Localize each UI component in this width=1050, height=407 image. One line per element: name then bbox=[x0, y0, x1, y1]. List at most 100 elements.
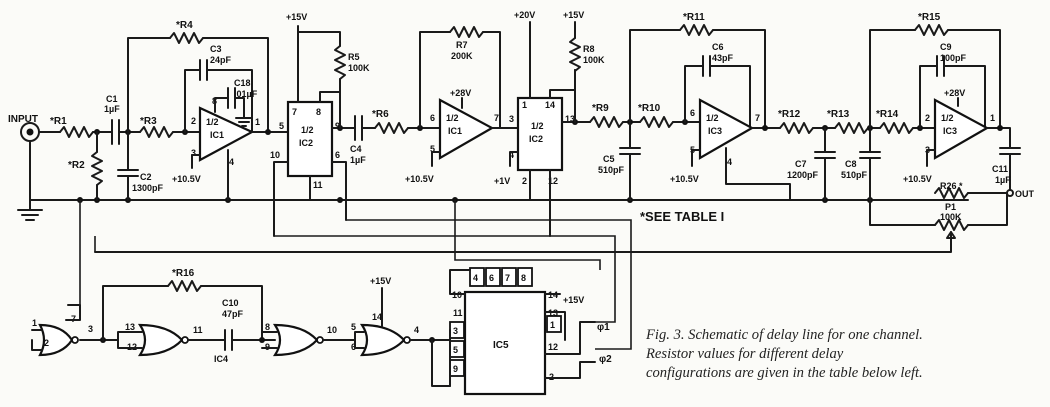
svg-text:4: 4 bbox=[727, 157, 732, 167]
svg-text:1: 1 bbox=[550, 320, 555, 330]
svg-text:1/2: 1/2 bbox=[301, 125, 314, 135]
svg-text:2: 2 bbox=[191, 116, 196, 126]
svg-text:1: 1 bbox=[522, 100, 527, 110]
r8-value: 100K bbox=[583, 55, 605, 65]
svg-text:+28V: +28V bbox=[944, 88, 965, 98]
svg-text:1/2: 1/2 bbox=[206, 117, 219, 127]
svg-text:11: 11 bbox=[313, 180, 323, 190]
svg-text:IC3: IC3 bbox=[943, 126, 957, 136]
input-label: INPUT bbox=[8, 114, 38, 125]
ic4-gate-3: 8 9 10 bbox=[265, 322, 337, 357]
clock-bus-lines bbox=[79, 200, 632, 350]
phi2-label: φ2 bbox=[599, 354, 612, 365]
r8-label: R8 bbox=[583, 44, 595, 54]
r3-label: *R3 bbox=[140, 116, 157, 127]
svg-text:1: 1 bbox=[32, 318, 37, 328]
svg-text:7: 7 bbox=[494, 113, 499, 123]
svg-text:4: 4 bbox=[414, 325, 419, 335]
r9-resistor bbox=[589, 116, 624, 128]
svg-text:1: 1 bbox=[255, 117, 260, 127]
svg-text:5: 5 bbox=[279, 121, 284, 131]
svg-text:8: 8 bbox=[316, 107, 321, 117]
p1-label: P1 bbox=[945, 202, 956, 212]
r15-resistor bbox=[914, 24, 949, 36]
svg-text:3: 3 bbox=[453, 326, 458, 336]
c6-value: 43pF bbox=[712, 53, 734, 63]
r9-label: *R9 bbox=[592, 103, 609, 114]
r14-resistor bbox=[879, 122, 914, 134]
r12-label: *R12 bbox=[778, 109, 801, 120]
svg-text:2: 2 bbox=[44, 338, 49, 348]
p1-value: 100K bbox=[940, 212, 962, 222]
svg-text:6: 6 bbox=[335, 150, 340, 160]
svg-text:+10.5V: +10.5V bbox=[670, 174, 699, 184]
svg-text:6: 6 bbox=[351, 342, 356, 352]
c18-value: .01µF bbox=[234, 89, 258, 99]
svg-text:3: 3 bbox=[191, 148, 196, 158]
svg-text:IC1: IC1 bbox=[448, 126, 462, 136]
c5-label: C5 bbox=[603, 154, 615, 164]
c10-label: C10 bbox=[222, 298, 239, 308]
r2-resistor bbox=[91, 151, 103, 186]
ic2-b-block: 1/2 IC2 3 1 14 13 4 2 12 bbox=[509, 96, 575, 186]
r2-label: *R2 bbox=[68, 160, 85, 171]
svg-text:12: 12 bbox=[548, 176, 558, 186]
svg-text:5: 5 bbox=[351, 322, 356, 332]
phi1-label: φ1 bbox=[597, 322, 610, 333]
svg-text:+10.5V: +10.5V bbox=[172, 174, 201, 184]
svg-text:2: 2 bbox=[522, 176, 527, 186]
r5-value: 100K bbox=[348, 63, 370, 73]
r4-resistor bbox=[169, 32, 204, 44]
svg-text:10: 10 bbox=[270, 150, 280, 160]
ic5-label: IC5 bbox=[493, 340, 509, 351]
svg-text:+20V: +20V bbox=[514, 10, 535, 20]
svg-text:7: 7 bbox=[292, 107, 297, 117]
r7-label: R7 bbox=[456, 40, 468, 50]
ic1-a-opamp: 1/2 IC1 2 3 1 8 4 bbox=[191, 96, 260, 167]
svg-text:+15V: +15V bbox=[370, 276, 391, 286]
svg-text:IC1: IC1 bbox=[210, 130, 224, 140]
svg-text:14: 14 bbox=[545, 100, 555, 110]
r6-resistor bbox=[374, 122, 409, 134]
r5-label: R5 bbox=[348, 52, 360, 62]
svg-text:IC2: IC2 bbox=[529, 134, 543, 144]
c1-value: 1µF bbox=[104, 104, 120, 114]
svg-text:+28V: +28V bbox=[450, 88, 471, 98]
svg-text:14: 14 bbox=[372, 312, 382, 322]
svg-text:6: 6 bbox=[430, 113, 435, 123]
c9-value: 100pF bbox=[940, 53, 967, 63]
svg-text:5: 5 bbox=[430, 144, 435, 154]
svg-text:13: 13 bbox=[565, 114, 575, 124]
r14-label: *R14 bbox=[876, 109, 899, 120]
svg-text:8: 8 bbox=[521, 273, 526, 283]
svg-text:6: 6 bbox=[690, 108, 695, 118]
c2-value: 1300pF bbox=[132, 183, 164, 193]
svg-text:7: 7 bbox=[505, 273, 510, 283]
output-label: OUT bbox=[1015, 189, 1035, 199]
ic5-block: IC5 bbox=[463, 290, 547, 396]
c6-label: C6 bbox=[712, 42, 724, 52]
r7-value: 200K bbox=[451, 51, 473, 61]
caption-line: Fig. 3. Schematic of delay line for one … bbox=[646, 327, 923, 343]
svg-text:1/2: 1/2 bbox=[531, 121, 544, 131]
svg-text:9: 9 bbox=[335, 121, 340, 131]
p1-potentiometer bbox=[934, 219, 969, 231]
c9-label: C9 bbox=[940, 42, 952, 52]
r1-resistor bbox=[59, 126, 94, 138]
svg-text:1/2: 1/2 bbox=[446, 113, 459, 123]
svg-text:IC3: IC3 bbox=[708, 126, 722, 136]
svg-text:+10.5V: +10.5V bbox=[903, 174, 932, 184]
r13-label: *R13 bbox=[827, 109, 850, 120]
svg-text:11: 11 bbox=[453, 308, 463, 318]
c10-value: 47pF bbox=[222, 309, 244, 319]
c7-label: C7 bbox=[795, 159, 807, 169]
caption-line: Resistor values for different delay bbox=[646, 346, 844, 362]
svg-text:7: 7 bbox=[755, 113, 760, 123]
svg-text:4: 4 bbox=[229, 157, 234, 167]
svg-text:2: 2 bbox=[925, 113, 930, 123]
svg-text:3: 3 bbox=[509, 114, 514, 124]
svg-text:+15V: +15V bbox=[286, 12, 307, 22]
svg-text:12: 12 bbox=[548, 342, 558, 352]
svg-text:+15V: +15V bbox=[563, 295, 584, 305]
